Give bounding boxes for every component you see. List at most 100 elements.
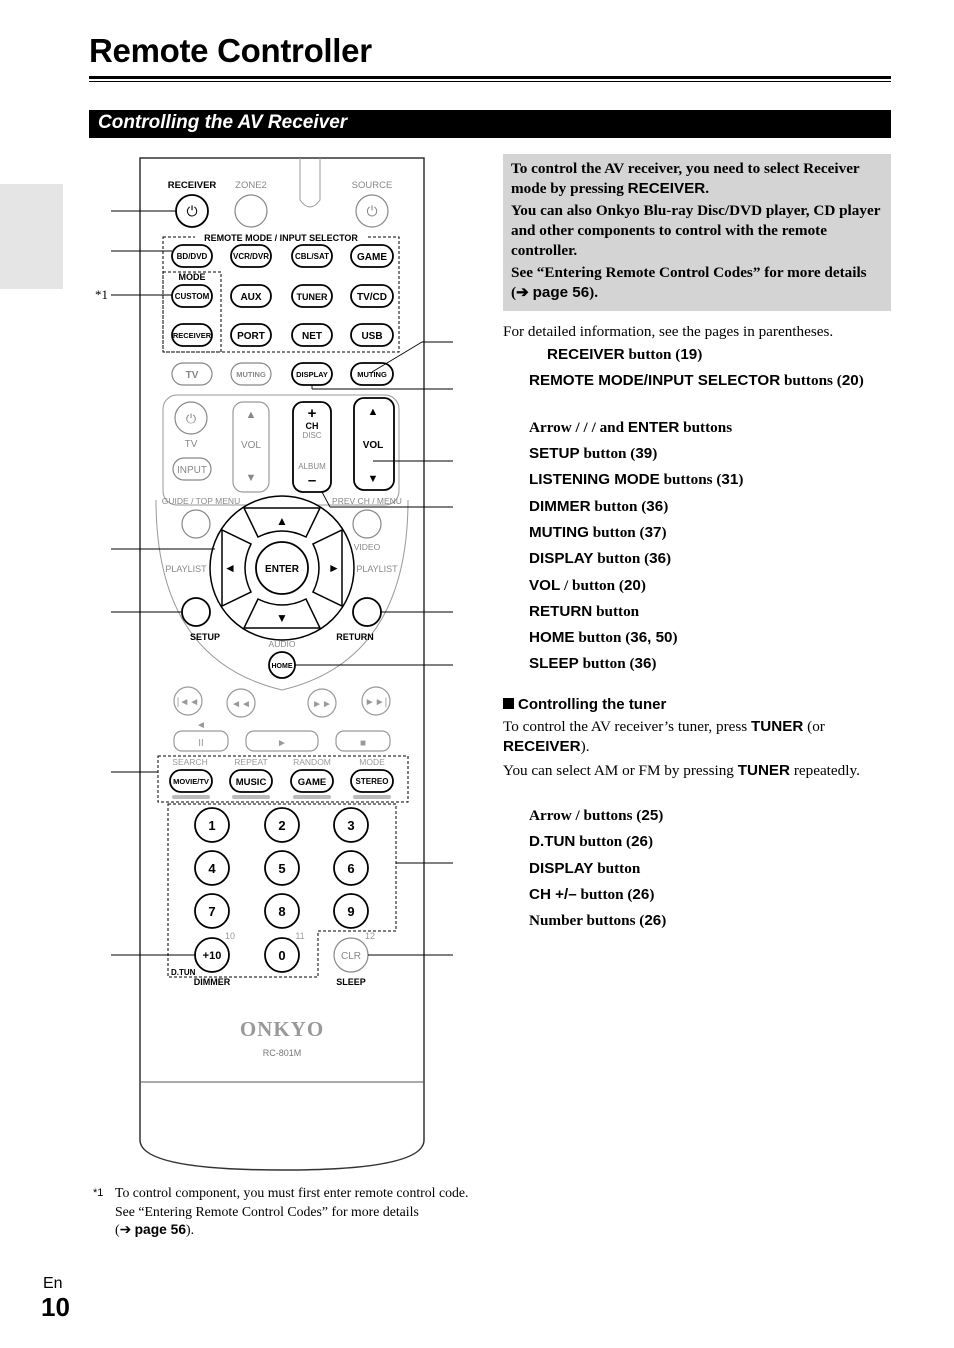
cbl-sat-button: CBL/SAT (295, 252, 329, 261)
button-name: ENTER (627, 419, 680, 436)
button-name: MUTING (529, 524, 589, 541)
tuner-item: D.TUN button (26) (529, 832, 653, 852)
label-dtun: D.TUN (171, 968, 196, 977)
tuner-heading: Controlling the tuner (503, 696, 666, 713)
square-bullet-icon (503, 698, 514, 709)
label-mode2: MODE (359, 757, 385, 767)
page-ref: 39 (635, 445, 653, 462)
page-ref: 37 (644, 524, 662, 541)
label-twelve: 12 (365, 931, 375, 941)
label-audio: AUDIO (269, 639, 296, 649)
game-mode-button: GAME (298, 777, 327, 788)
button-list-item: SLEEP button (36) (529, 654, 656, 674)
aux-button: AUX (240, 292, 261, 303)
tuner-button: TUNER (297, 292, 328, 302)
tv-muting-button: MUTING (236, 370, 266, 379)
item-text: ) (697, 346, 703, 363)
item-text: buttons (679, 419, 733, 436)
svg-text:►►: ►► (312, 699, 332, 710)
tv-power-icon: ⏻ (186, 411, 196, 426)
svg-text:►: ► (277, 738, 287, 749)
num-8-button: 8 (278, 904, 285, 919)
item-text: button ( (575, 833, 632, 850)
item-text: ) (648, 833, 654, 850)
enter-button: ENTER (265, 564, 300, 575)
info-line1: To control the AV receiver, you need to … (511, 160, 860, 197)
label-repeat: REPEAT (234, 757, 267, 767)
button-name: DISPLAY (529, 550, 594, 567)
svg-text:►►|: ►►| (365, 697, 387, 708)
svg-text:►: ► (328, 561, 340, 575)
item-text: ) (663, 498, 669, 515)
page-ref: 26 (631, 833, 649, 850)
page-title: Remote Controller (89, 32, 372, 69)
button-name: LISTENING MODE (529, 471, 660, 488)
svg-text:◄: ◄ (196, 720, 206, 731)
label-tv-vol: VOL (241, 440, 261, 451)
detail-note: For detailed information, see the pages … (503, 323, 834, 340)
display-button: DISPLAY (296, 370, 328, 379)
input-button: INPUT (177, 465, 207, 476)
ch-plus: + (308, 405, 317, 422)
label-playlist-right: PLAYLIST (356, 564, 398, 574)
button-name: RETURN (529, 603, 593, 620)
title-rule (89, 76, 891, 79)
tuner-item: Arrow / buttons (25) (529, 806, 663, 826)
item-text: / button ( (560, 577, 624, 594)
num-2-button: 2 (278, 818, 285, 833)
page-ref: 36 (646, 498, 664, 515)
button-list-item: Arrow / / / and ENTER buttons (529, 418, 732, 438)
button-list-item: MUTING button (37) (529, 523, 667, 543)
page-ref: 26 (632, 886, 650, 903)
item-text: buttons ( (780, 372, 842, 389)
item-text: ) (652, 445, 658, 462)
custom-button: CUSTOM (175, 292, 210, 301)
label-search: SEARCH (172, 757, 207, 767)
button-list-item: RECEIVER button (19) (547, 345, 702, 365)
item-text: ) (661, 524, 667, 541)
item-text: button ( (588, 524, 645, 541)
info-page-link[interactable]: page 56 (532, 284, 590, 301)
button-name: DIMMER (529, 498, 591, 515)
label-zone2: ZONE2 (235, 180, 267, 191)
label-sleep: SLEEP (336, 977, 366, 987)
svg-text:II: II (198, 738, 204, 749)
button-list-item: REMOTE MODE/INPUT SELECTOR buttons (20) (529, 371, 879, 391)
footnote: *1 To control component, you must first … (93, 1184, 473, 1240)
info-line2: You can also Onkyo Blu-ray Disc/DVD play… (511, 202, 881, 259)
brand-logo: ONKYO (240, 1017, 324, 1041)
ch-minus: – (308, 472, 316, 489)
svg-text:▲: ▲ (276, 514, 288, 528)
item-text: ) (738, 471, 744, 488)
source-power-button (355, 194, 389, 228)
svg-text:▲: ▲ (246, 409, 257, 421)
footnote-page-link[interactable]: page 56 (134, 1222, 187, 1237)
button-name: DISPLAY (529, 860, 594, 877)
button-list-item: VOL / button (20) (529, 576, 646, 596)
language-label: En (43, 1275, 63, 1292)
page-ref: 19 (680, 346, 698, 363)
item-text: Arrow / / / and (529, 419, 628, 436)
stereo-button: STEREO (356, 777, 389, 786)
home-button: HOME (272, 663, 293, 670)
svg-text:◄: ◄ (224, 561, 236, 575)
num-3-button: 3 (347, 818, 354, 833)
movie-tv-button: MOVIE/TV (173, 777, 209, 786)
svg-text:▲: ▲ (368, 406, 379, 418)
label-random: RANDOM (293, 757, 331, 767)
item-text: Number buttons ( (529, 912, 645, 929)
item-text: ) (640, 577, 646, 594)
button-name: SETUP (529, 445, 580, 462)
button-name: CH +/– (529, 886, 577, 903)
item-text: button (592, 603, 640, 620)
label-vol: VOL (363, 440, 384, 451)
info-box: To control the AV receiver, you need to … (503, 154, 891, 311)
button-name: REMOTE MODE/INPUT SELECTOR (529, 372, 781, 389)
item-text: ) (672, 629, 678, 646)
port-button: PORT (237, 331, 265, 342)
button-list-item: LISTENING MODE buttons (31) (529, 470, 743, 490)
num-7-button: 7 (208, 904, 215, 919)
label-disc: DISC (302, 431, 321, 440)
item-text: ) (658, 807, 664, 824)
tuner-item: DISPLAY button (529, 859, 640, 879)
